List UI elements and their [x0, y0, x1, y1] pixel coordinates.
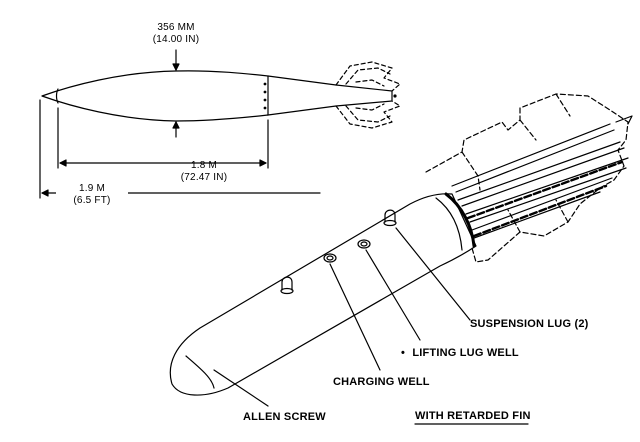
- allen-screw-leader: [213, 369, 269, 407]
- side-view-fin-dot: [393, 94, 397, 98]
- suspension-lug-label: SUSPENSION LUG (2): [470, 318, 589, 330]
- diameter-dimension-arrow-bottom: [172, 121, 180, 129]
- iso-fin-tip: [615, 115, 633, 125]
- suspension-lug-leader: [395, 227, 471, 321]
- lifting-lug-well-callout: • LIFTING LUG WELL: [401, 347, 519, 359]
- charging-well-label: CHARGING WELL: [333, 376, 430, 388]
- iso-fin-rods-dashed: [466, 160, 624, 238]
- diameter-imperial: (14.00 IN): [152, 34, 200, 45]
- diameter-dimension-arrow-top: [172, 63, 180, 71]
- lifting-lug-well-leader: [365, 249, 421, 341]
- iso-body-outline: [169, 193, 477, 396]
- charging-well-leader: [329, 263, 381, 371]
- side-view-nose-line: [55, 88, 59, 104]
- diameter-metric: 356 MM: [157, 22, 195, 33]
- body-length-arrow-right: [259, 159, 267, 167]
- iso-fin-rods: [451, 123, 629, 239]
- isometric-view: [169, 93, 633, 425]
- iso-lifting-lug-well: [357, 239, 371, 249]
- iso-charging-well: [323, 253, 337, 263]
- overall-length-arrow-left: [41, 189, 49, 197]
- iso-tail-band: [444, 192, 476, 248]
- diameter-label: 356 MM (14.00 IN): [140, 22, 212, 46]
- body-length-arrow-left: [59, 159, 67, 167]
- side-view-body-outline: [41, 70, 393, 122]
- iso-tail-band-inner: [435, 197, 463, 251]
- iso-suspension-lug-rear: [383, 209, 397, 227]
- allen-screw-label: ALLEN SCREW: [243, 411, 326, 423]
- overall-length-label: 1.9 M (6.5 FT): [56, 183, 128, 207]
- overall-length-metric: 1.9 M: [78, 183, 105, 194]
- body-length-metric: 1.8 M: [190, 160, 217, 171]
- side-view-retarded-fins: [335, 61, 401, 129]
- body-length-label: 1.8 M (72.47 IN): [168, 160, 240, 184]
- overall-length-imperial: (6.5 FT): [73, 195, 111, 206]
- side-view-joint-dots: [263, 82, 267, 110]
- fin-caption: WITH RETARDED FIN: [415, 410, 531, 422]
- body-length-imperial: (72.47 IN): [180, 172, 228, 183]
- iso-suspension-lug-front: [280, 276, 294, 295]
- lifting-lug-well-label: LIFTING LUG WELL: [412, 347, 519, 359]
- iso-nose-cap-line: [185, 355, 215, 389]
- lifting-lug-well-bullet: •: [401, 347, 406, 359]
